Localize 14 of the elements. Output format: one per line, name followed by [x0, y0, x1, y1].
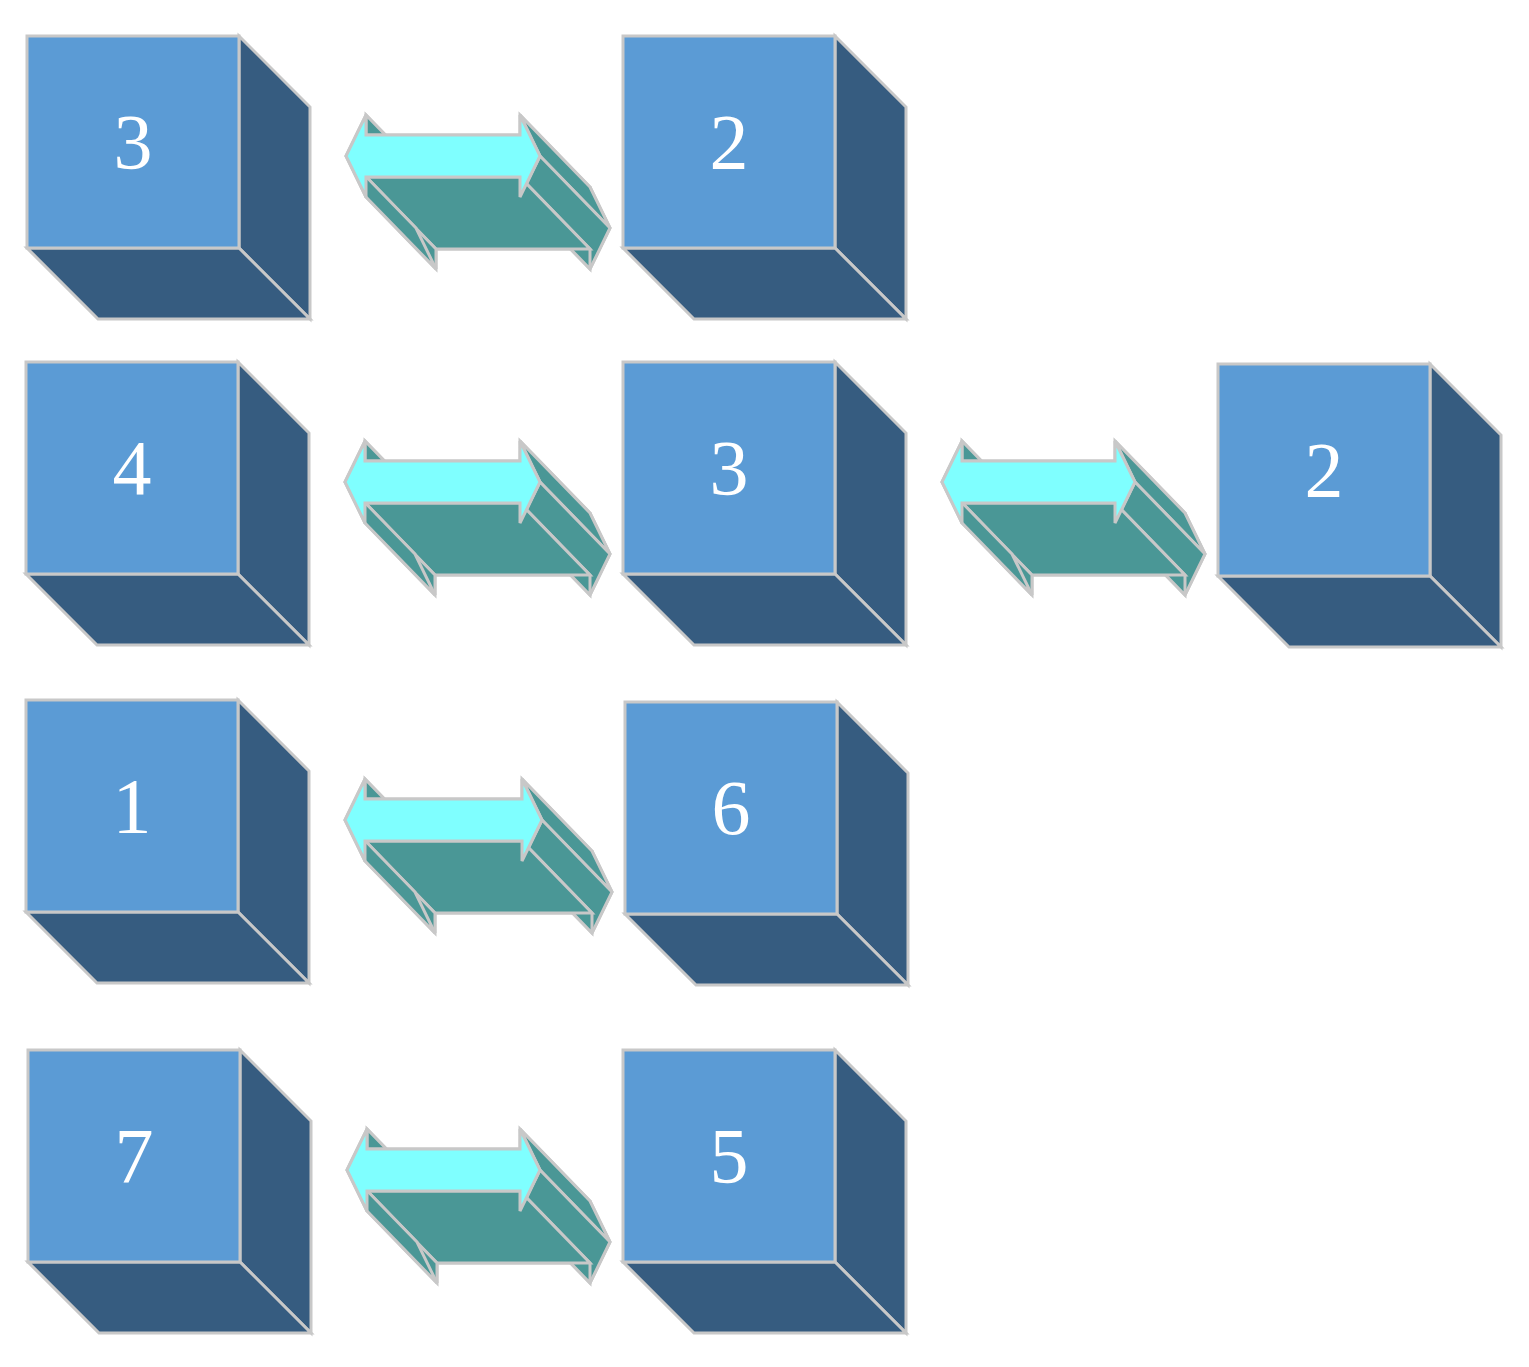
- cube-number: 7: [114, 1117, 154, 1195]
- double-arrow: [343, 775, 614, 937]
- cube-number: 4: [112, 429, 152, 507]
- double-arrow: [345, 1125, 612, 1287]
- double-arrow: [344, 111, 612, 273]
- cube-number: 2: [1304, 431, 1344, 509]
- double-arrow: [343, 437, 612, 599]
- cube-number: 3: [709, 429, 749, 507]
- cube-number: 6: [711, 769, 751, 847]
- double-arrow: [940, 437, 1207, 599]
- cube-number: 3: [113, 103, 153, 181]
- cube-number: 2: [709, 103, 749, 181]
- cube-number: 5: [709, 1117, 749, 1195]
- cube-number: 1: [112, 767, 152, 845]
